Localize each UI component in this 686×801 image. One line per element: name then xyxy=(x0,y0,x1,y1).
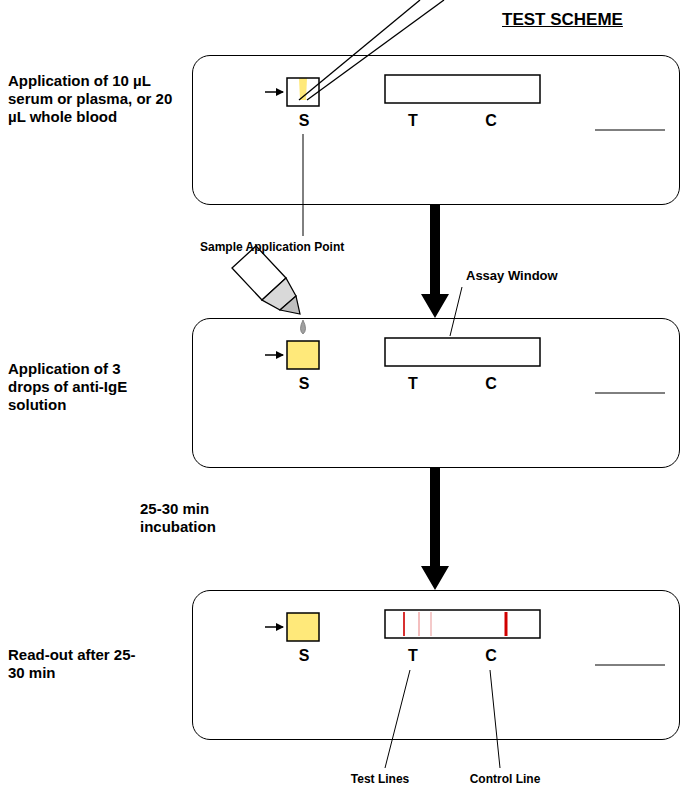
cassette-letter: T xyxy=(408,112,418,130)
cassette-letter: C xyxy=(485,375,497,393)
cassette-letter: T xyxy=(408,647,418,665)
annotation-label: Application of 3 drops of anti-IgE solut… xyxy=(8,360,166,414)
annotation-label: Control Line xyxy=(445,772,565,786)
assay-window xyxy=(385,75,540,103)
annotation-label: 25-30 min incubation xyxy=(140,500,230,536)
cassette-letter: T xyxy=(408,375,418,393)
leader-line xyxy=(490,670,500,768)
annotation-label: Read-out after 25-30 min xyxy=(8,646,138,682)
test-line-mark xyxy=(418,612,420,636)
pipette-line xyxy=(299,0,420,100)
flow-arrow-shape xyxy=(421,468,449,590)
cassette-letter: S xyxy=(299,647,310,665)
annotation-label: Test Lines xyxy=(320,772,440,786)
sample-well xyxy=(287,613,319,641)
dropper-bottle xyxy=(232,246,306,334)
test-cassette: STC xyxy=(192,318,680,468)
flow-arrow xyxy=(421,468,449,590)
flow-arrow-shape xyxy=(421,205,449,318)
annotation-label: Assay Window xyxy=(466,268,586,284)
pointer-arrow xyxy=(265,626,283,628)
cassette-letter: C xyxy=(485,647,497,665)
write-line xyxy=(595,393,665,394)
write-line xyxy=(595,130,665,131)
assay-window xyxy=(385,338,540,366)
sample-well xyxy=(287,78,319,106)
pointer-arrow xyxy=(265,91,283,93)
diagram-title: TEST SCHEME xyxy=(502,10,623,30)
pointer-arrow xyxy=(265,354,283,356)
test-line-mark xyxy=(430,612,432,636)
leader-line xyxy=(385,670,410,768)
leader-line xyxy=(450,287,462,336)
write-line xyxy=(595,665,665,666)
test-cassette: STC xyxy=(192,590,680,740)
flow-arrow xyxy=(421,205,449,318)
test-cassette: STC xyxy=(192,55,680,205)
pipette-line xyxy=(307,0,444,100)
cassette-letter: C xyxy=(485,112,497,130)
annotation-label: Application of 10 µL serum or plasma, or… xyxy=(8,72,186,126)
cassette-letter: S xyxy=(299,375,310,393)
leader-line xyxy=(303,134,304,236)
sample-well xyxy=(287,341,319,369)
cassette-letter: S xyxy=(299,112,310,130)
control-line-mark xyxy=(505,612,508,636)
assay-window xyxy=(385,610,540,638)
test-line-mark xyxy=(403,612,405,636)
annotation-label: Sample Application Point xyxy=(200,240,410,254)
